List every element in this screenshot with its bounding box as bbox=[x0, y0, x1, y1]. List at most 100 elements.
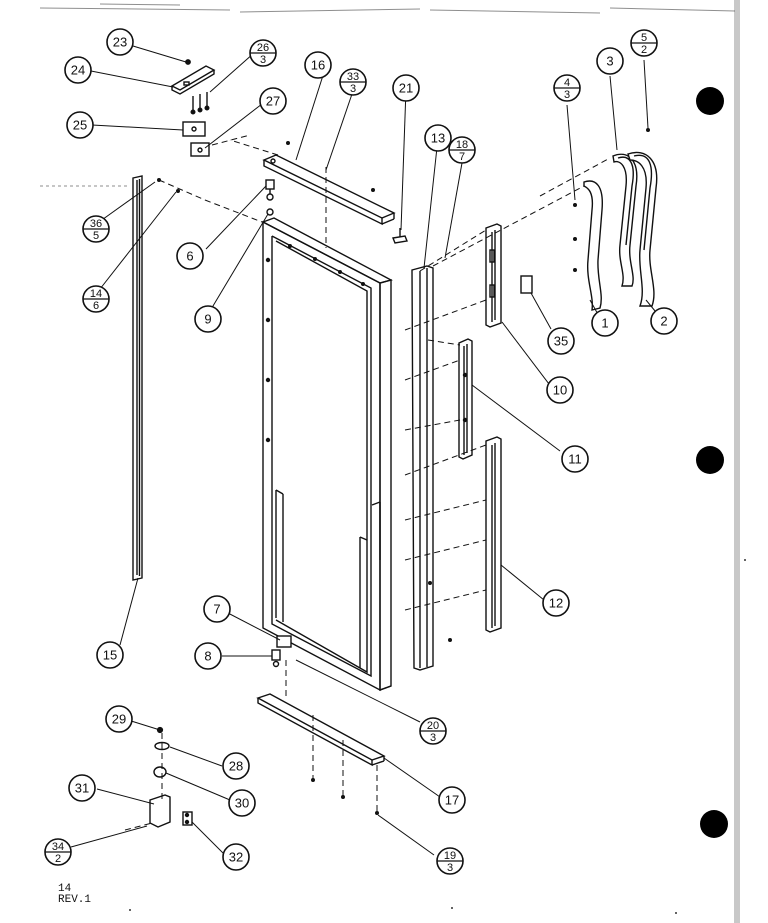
callout-number: 25 bbox=[73, 118, 87, 133]
callout-numerator: 20 bbox=[427, 720, 439, 732]
callout-10: 10 bbox=[546, 376, 574, 404]
callout-number: 31 bbox=[75, 781, 89, 796]
lower-hinge-part bbox=[149, 726, 193, 828]
middle-bracket-part bbox=[458, 338, 473, 460]
callout-36-5: 365 bbox=[82, 215, 110, 243]
callout-number: 13 bbox=[431, 131, 445, 146]
callout-number: 11 bbox=[568, 452, 582, 467]
screws bbox=[157, 128, 650, 815]
callout-21: 21 bbox=[392, 74, 420, 102]
callout-number: 28 bbox=[229, 759, 243, 774]
callout-13: 13 bbox=[424, 124, 452, 152]
callout-denominator: 3 bbox=[260, 54, 266, 66]
callout-7: 7 bbox=[203, 595, 231, 623]
callout-18-7: 187 bbox=[448, 136, 476, 164]
callout-1: 1 bbox=[591, 309, 619, 337]
callout-number: 16 bbox=[311, 58, 325, 73]
handle-trim-part bbox=[583, 180, 603, 311]
callout-circle bbox=[203, 595, 231, 623]
callout-number: 32 bbox=[229, 850, 243, 865]
scan-specks bbox=[129, 559, 746, 914]
callout-circle bbox=[222, 843, 250, 871]
callout-denominator: 7 bbox=[459, 151, 465, 163]
callout-circle bbox=[194, 305, 222, 333]
callout-16: 16 bbox=[304, 51, 332, 79]
callout-number: 27 bbox=[266, 94, 280, 109]
callout-34-2: 342 bbox=[44, 838, 72, 866]
callout-circle bbox=[304, 51, 332, 79]
callout-3: 3 bbox=[596, 47, 624, 75]
callout-denominator: 3 bbox=[447, 862, 453, 874]
page-number: 14 bbox=[58, 883, 72, 895]
callout-number: 9 bbox=[204, 312, 211, 327]
callout-2: 2 bbox=[650, 307, 678, 335]
callout-circle bbox=[176, 242, 204, 270]
callout-35: 35 bbox=[547, 327, 575, 355]
callout-6: 6 bbox=[176, 242, 204, 270]
callout-numerator: 5 bbox=[641, 32, 647, 44]
callout-29: 29 bbox=[105, 705, 133, 733]
callout-circle bbox=[259, 87, 287, 115]
callout-circle bbox=[105, 705, 133, 733]
callout-numerator: 34 bbox=[52, 841, 64, 853]
callout-circle bbox=[596, 47, 624, 75]
callout-circle bbox=[106, 28, 134, 56]
callout-8: 8 bbox=[194, 642, 222, 670]
callout-circle bbox=[546, 376, 574, 404]
callout-circle bbox=[64, 56, 92, 84]
binder-hole-top bbox=[696, 87, 724, 115]
callout-23: 23 bbox=[106, 28, 134, 56]
callout-circle bbox=[194, 642, 222, 670]
callout-number: 12 bbox=[549, 596, 563, 611]
callout-17: 17 bbox=[438, 786, 466, 814]
callout-denominator: 6 bbox=[93, 300, 99, 312]
callout-9: 9 bbox=[194, 305, 222, 333]
callout-number: 3 bbox=[606, 54, 613, 69]
callout-number: 24 bbox=[71, 63, 85, 78]
channel-strip-part bbox=[411, 265, 434, 671]
callout-33-3: 333 bbox=[339, 68, 367, 96]
callout-number: 10 bbox=[553, 383, 567, 398]
callout-20-3: 203 bbox=[419, 717, 447, 745]
scan-noise bbox=[39, 3, 736, 187]
callout-number: 35 bbox=[554, 334, 568, 349]
callout-circle bbox=[591, 309, 619, 337]
callout-number: 23 bbox=[113, 35, 127, 50]
callout-denominator: 2 bbox=[641, 44, 647, 56]
callout-circle bbox=[392, 74, 420, 102]
gasket-strip-part bbox=[132, 175, 143, 581]
callout-number: 30 bbox=[235, 796, 249, 811]
handle-part bbox=[612, 153, 638, 287]
callout-denominator: 5 bbox=[93, 230, 99, 242]
callout-denominator: 3 bbox=[564, 89, 570, 101]
binder-hole-middle bbox=[696, 446, 724, 474]
revision-label: REV.1 bbox=[58, 894, 92, 906]
callout-32: 32 bbox=[222, 843, 250, 871]
callout-numerator: 26 bbox=[257, 42, 269, 54]
callout-30: 30 bbox=[228, 789, 256, 817]
callout-numerator: 4 bbox=[564, 77, 570, 89]
callout-number: 21 bbox=[399, 81, 413, 96]
callout-11: 11 bbox=[561, 445, 589, 473]
callout-number: 2 bbox=[660, 314, 667, 329]
callout-number: 17 bbox=[445, 793, 459, 808]
callout-circle bbox=[650, 307, 678, 335]
callout-circle bbox=[438, 786, 466, 814]
callout-number: 7 bbox=[213, 602, 220, 617]
leader-lines bbox=[70, 45, 661, 856]
bottom-cap-part bbox=[256, 693, 386, 767]
callout-27: 27 bbox=[259, 87, 287, 115]
callout-4-3: 43 bbox=[553, 74, 581, 102]
door-panel-part bbox=[261, 217, 393, 692]
callout-26-3: 263 bbox=[249, 39, 277, 67]
callout-14-6: 146 bbox=[82, 285, 110, 313]
callout-31: 31 bbox=[68, 774, 96, 802]
callout-28: 28 bbox=[222, 752, 250, 780]
upper-bracket-part bbox=[485, 223, 502, 328]
callout-number: 29 bbox=[112, 712, 126, 727]
fastener-part bbox=[265, 179, 275, 216]
callout-24: 24 bbox=[64, 56, 92, 84]
callout-circle bbox=[66, 111, 94, 139]
